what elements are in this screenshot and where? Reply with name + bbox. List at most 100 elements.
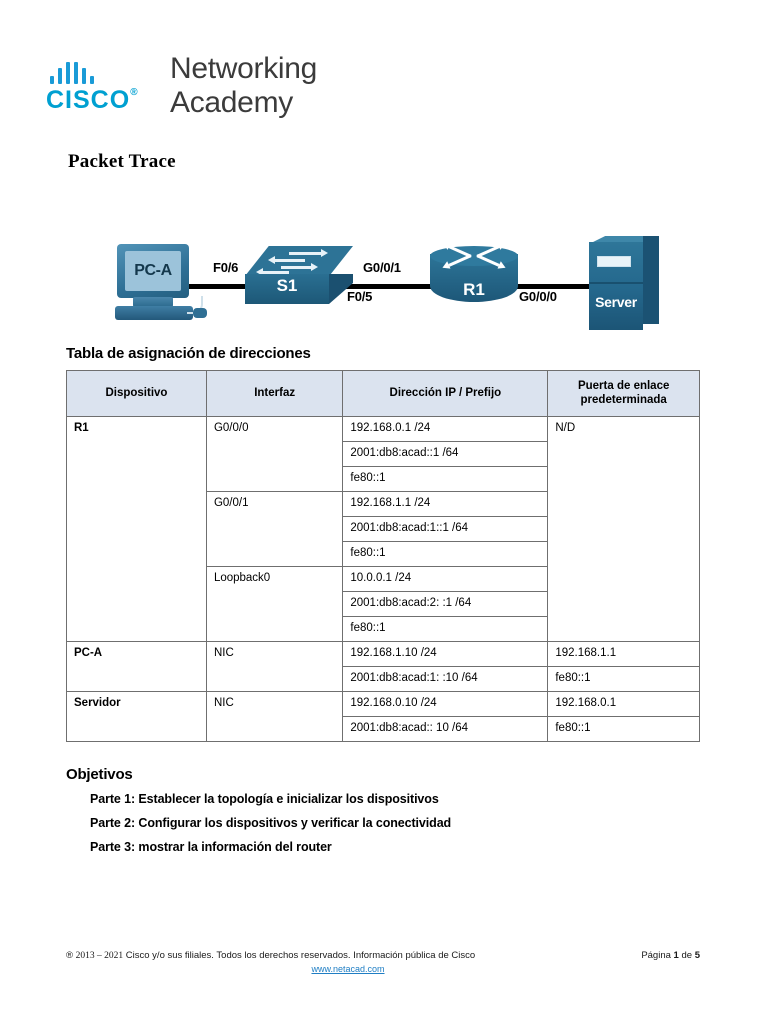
cell-interface: NIC [205,640,344,692]
table-row: 2001:db8:acad:1::1 /64 [67,515,700,542]
device-pc-a: PC-A [109,244,207,330]
router-arrow-southeast [476,254,500,267]
pc-stand-neck [133,297,173,307]
interface-label-g0-0-0: G0/0/0 [519,289,557,304]
device-server: Server [589,236,661,332]
footer-years: 2013 – 2021 [75,951,124,961]
cell-ip: 2001:db8:acad:1::1 /64 [342,515,549,542]
cell-ip: 192.168.0.1 /24 [342,415,549,442]
cisco-wordmark: CISCO® [46,88,154,113]
cell-ip: 2001:db8:acad::1 /64 [342,440,549,467]
cell-interface: Loopback0 [205,565,344,642]
device-label-server: Server [595,294,637,310]
objectives-list: Parte 1: Establecer la topología e inici… [90,792,451,864]
router-arrow-northwest [448,245,472,258]
pc-screen: PC-A [125,251,181,291]
cell-ip: 2001:db8:acad:2: :1 /64 [342,590,549,617]
cell-device: R1 [66,415,207,642]
table-row: R1 G0/0/0 192.168.0.1 /24 N/D [66,415,700,642]
device-label-r1: R1 [463,280,485,299]
cell-interface: G0/0/1 [205,490,344,567]
column-header-dispositivo: Dispositivo [66,370,207,417]
switch-arrow-right-2 [281,263,318,271]
cell-device: PC-A [66,640,207,692]
address-table-heading: Tabla de asignación de direcciones [66,345,311,362]
cell-ip: 192.168.1.1 /24 [342,490,549,517]
network-topology-diagram: PC-A S1 R1 [95,222,695,338]
table-row: 2001:db8:acad:: 10 /64 fe80::1 [67,715,700,742]
page-footer: ® 2013 – 2021 Cisco y/o sus filiales. To… [66,950,700,974]
cell-ip: 2001:db8:acad:: 10 /64 [342,715,549,742]
objective-item-3: Parte 3: mostrar la información del rout… [90,840,332,854]
link-switch-to-router [327,284,445,289]
device-router-r1: R1 [430,245,518,310]
cisco-bars-icon [46,58,154,84]
device-switch-s1: S1 [245,246,353,312]
pc-base [115,306,193,320]
netacad-link[interactable]: www.netacad.com [311,964,385,974]
footer-copyright-symbol: ® [66,950,73,961]
table-row: fe80::1 [67,615,700,642]
cell-interface: NIC [205,690,344,742]
table-header-row: Dispositivo Interfaz Dirección IP / Pref… [66,370,700,417]
server-drive-slot-icon [597,256,631,267]
footer-page-total: 5 [694,950,700,961]
cisco-networking-academy-logo: CISCO® Networking Academy [46,52,317,119]
cell-ip: fe80::1 [342,465,549,492]
server-side-face [643,236,659,324]
cell-gateway: fe80::1 [547,715,700,742]
link-pc-to-switch [155,284,267,289]
server-top-face [589,236,643,244]
cell-ip: fe80::1 [342,615,549,642]
column-header-interfaz: Interfaz [205,370,344,417]
footer-page-current: 1 [673,950,679,961]
cell-ip: 10.0.0.1 /24 [342,565,549,592]
table-row: Servidor NIC 192.168.0.10 /24 192.168.0.… [66,690,700,742]
cell-gateway: 192.168.1.1 [547,640,700,667]
logo-line-academy: Academy [170,85,293,119]
cell-ip: 2001:db8:acad:1: :10 /64 [342,665,549,692]
cell-device: Servidor [66,690,207,742]
interface-label-g0-0-1: G0/0/1 [363,260,401,275]
cell-ip: fe80::1 [342,540,549,567]
footer-page-prefix: Página [641,950,671,961]
switch-arrow-right-1 [289,249,328,257]
server-panel-divider [589,282,643,284]
table-row: fe80::1 [67,540,700,567]
table-row: PC-A NIC 192.168.1.10 /24 192.168.1.1 [66,640,700,692]
objective-item-2: Parte 2: Configurar los dispositivos y v… [90,816,452,830]
pc-mouse [193,308,207,318]
switch-arrow-left-1 [268,256,305,264]
table-row: G0/0/1 192.168.1.1 /24 [67,490,700,567]
link-router-to-server [505,284,601,289]
table-body: R1 G0/0/0 192.168.0.1 /24 N/D 2001:db8:a… [66,415,700,742]
table-row: 2001:db8:acad:2: :1 /64 [67,590,700,617]
table-row: Loopback0 10.0.0.1 /24 [67,565,700,642]
device-label-pc-a: PC-A [134,262,172,279]
networking-academy-wordmark: Networking Academy [170,52,317,119]
pc-monitor: PC-A [117,244,189,298]
cisco-wordmark-text: CISCO [46,86,131,114]
router-top-face [430,245,518,267]
cell-gateway: 192.168.0.1 [547,690,700,717]
column-header-direccion-ip: Dirección IP / Prefijo [342,370,549,417]
switch-arrow-left-2 [256,268,289,276]
interface-label-f0-5: F0/5 [347,289,373,304]
logo-line-networking: Networking [170,52,318,85]
footer-page-middle: de [681,950,693,961]
addressing-table: Dispositivo Interfaz Dirección IP / Pref… [66,370,700,742]
column-header-puerta-de-enlace: Puerta de enlace predeterminada [547,370,700,417]
objectives-heading: Objetivos [66,766,133,783]
device-label-s1: S1 [276,276,298,295]
table-row: fe80::1 [67,465,700,492]
footer-copyright-text: Cisco y/o sus filiales. Todos los derech… [125,950,476,961]
cisco-logo-mark: CISCO® [46,52,154,113]
objective-item-1: Parte 1: Establecer la topología e inici… [90,792,439,806]
footer-page-number: Página 1 de 5 [641,950,700,961]
interface-label-f0-6: F0/6 [213,260,239,275]
cell-interface: G0/0/0 [205,415,344,492]
gw-header-line2: predeterminada [580,394,667,407]
cell-ip: 192.168.0.10 /24 [342,690,549,717]
cell-ip: 192.168.1.10 /24 [342,640,549,667]
switch-top-face [245,246,353,276]
